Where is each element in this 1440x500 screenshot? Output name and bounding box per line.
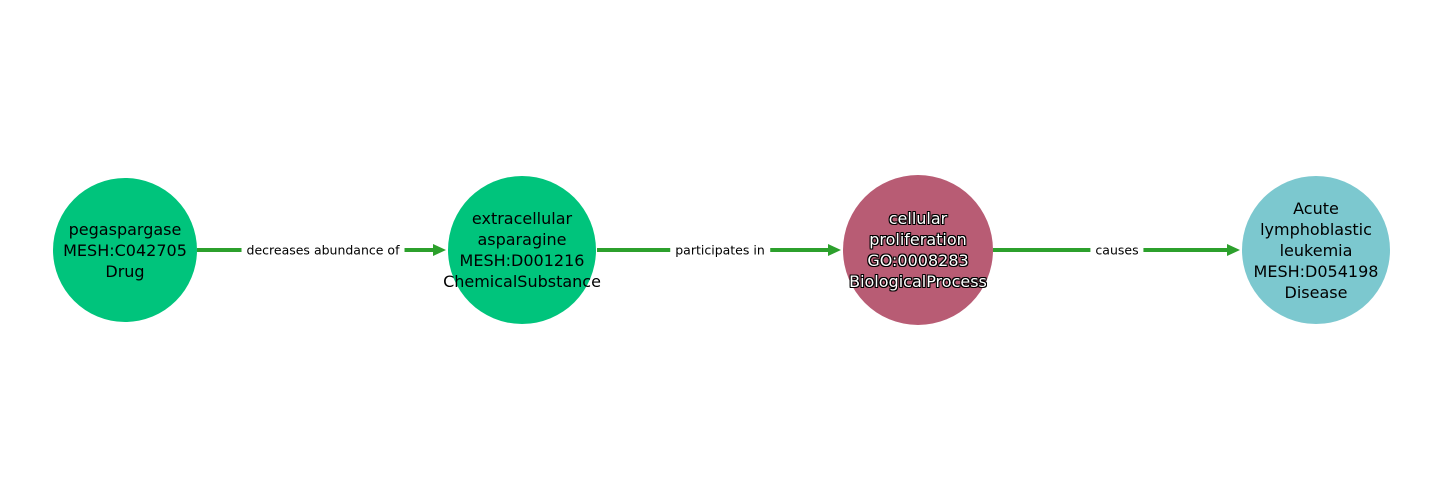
edge-label-decreases-abundance-of: decreases abundance of: [241, 240, 405, 260]
node-label-line: Acute: [1293, 198, 1339, 218]
node-label-line: leukemia: [1279, 240, 1353, 260]
arrowhead-icon: [433, 244, 446, 256]
node-acute-lymphoblastic-leukemia: Acute lymphoblastic leukemia MESH:D05419…: [1242, 176, 1390, 324]
arrowhead-icon: [1227, 244, 1240, 256]
node-label-line: lymphoblastic: [1260, 219, 1372, 239]
edge-label-line: decreases: [246, 242, 310, 258]
node-label-line: BiologicalProcess: [849, 272, 987, 291]
node-label-line: Disease: [1284, 282, 1348, 302]
node-label-line: MESH:D001216: [459, 251, 585, 270]
node-label-line: pegaspargase: [68, 219, 182, 239]
edge-label-line: causes: [1095, 242, 1139, 258]
arrowhead-icon: [828, 244, 841, 256]
node-label-line: GO:0008283: [867, 251, 969, 270]
node-label-line: ChemicalSubstance: [443, 272, 601, 291]
node-label-line: extracellular: [471, 209, 573, 228]
edge-label-line: abundance of: [313, 242, 400, 258]
node-cellular-proliferation: cellular proliferation GO:0008283 Biolog…: [843, 175, 993, 325]
node-extracellular-asparagine: extracellular asparagine MESH:D001216 Ch…: [443, 176, 601, 324]
node-label-line: asparagine: [477, 230, 567, 249]
node-label-line: proliferation: [869, 230, 967, 249]
edge-label-line: participates in: [675, 242, 765, 258]
node-label-line: MESH:D054198: [1253, 261, 1379, 281]
node-label-line: cellular: [888, 209, 948, 228]
node-label-line: MESH:C042705: [63, 240, 187, 260]
edge-label-causes: causes: [1090, 240, 1144, 260]
node-pegaspargase: pegaspargase MESH:C042705 Drug: [53, 178, 197, 322]
edge-label-participates-in: participates in: [670, 240, 770, 260]
node-label-line: Drug: [105, 261, 145, 281]
